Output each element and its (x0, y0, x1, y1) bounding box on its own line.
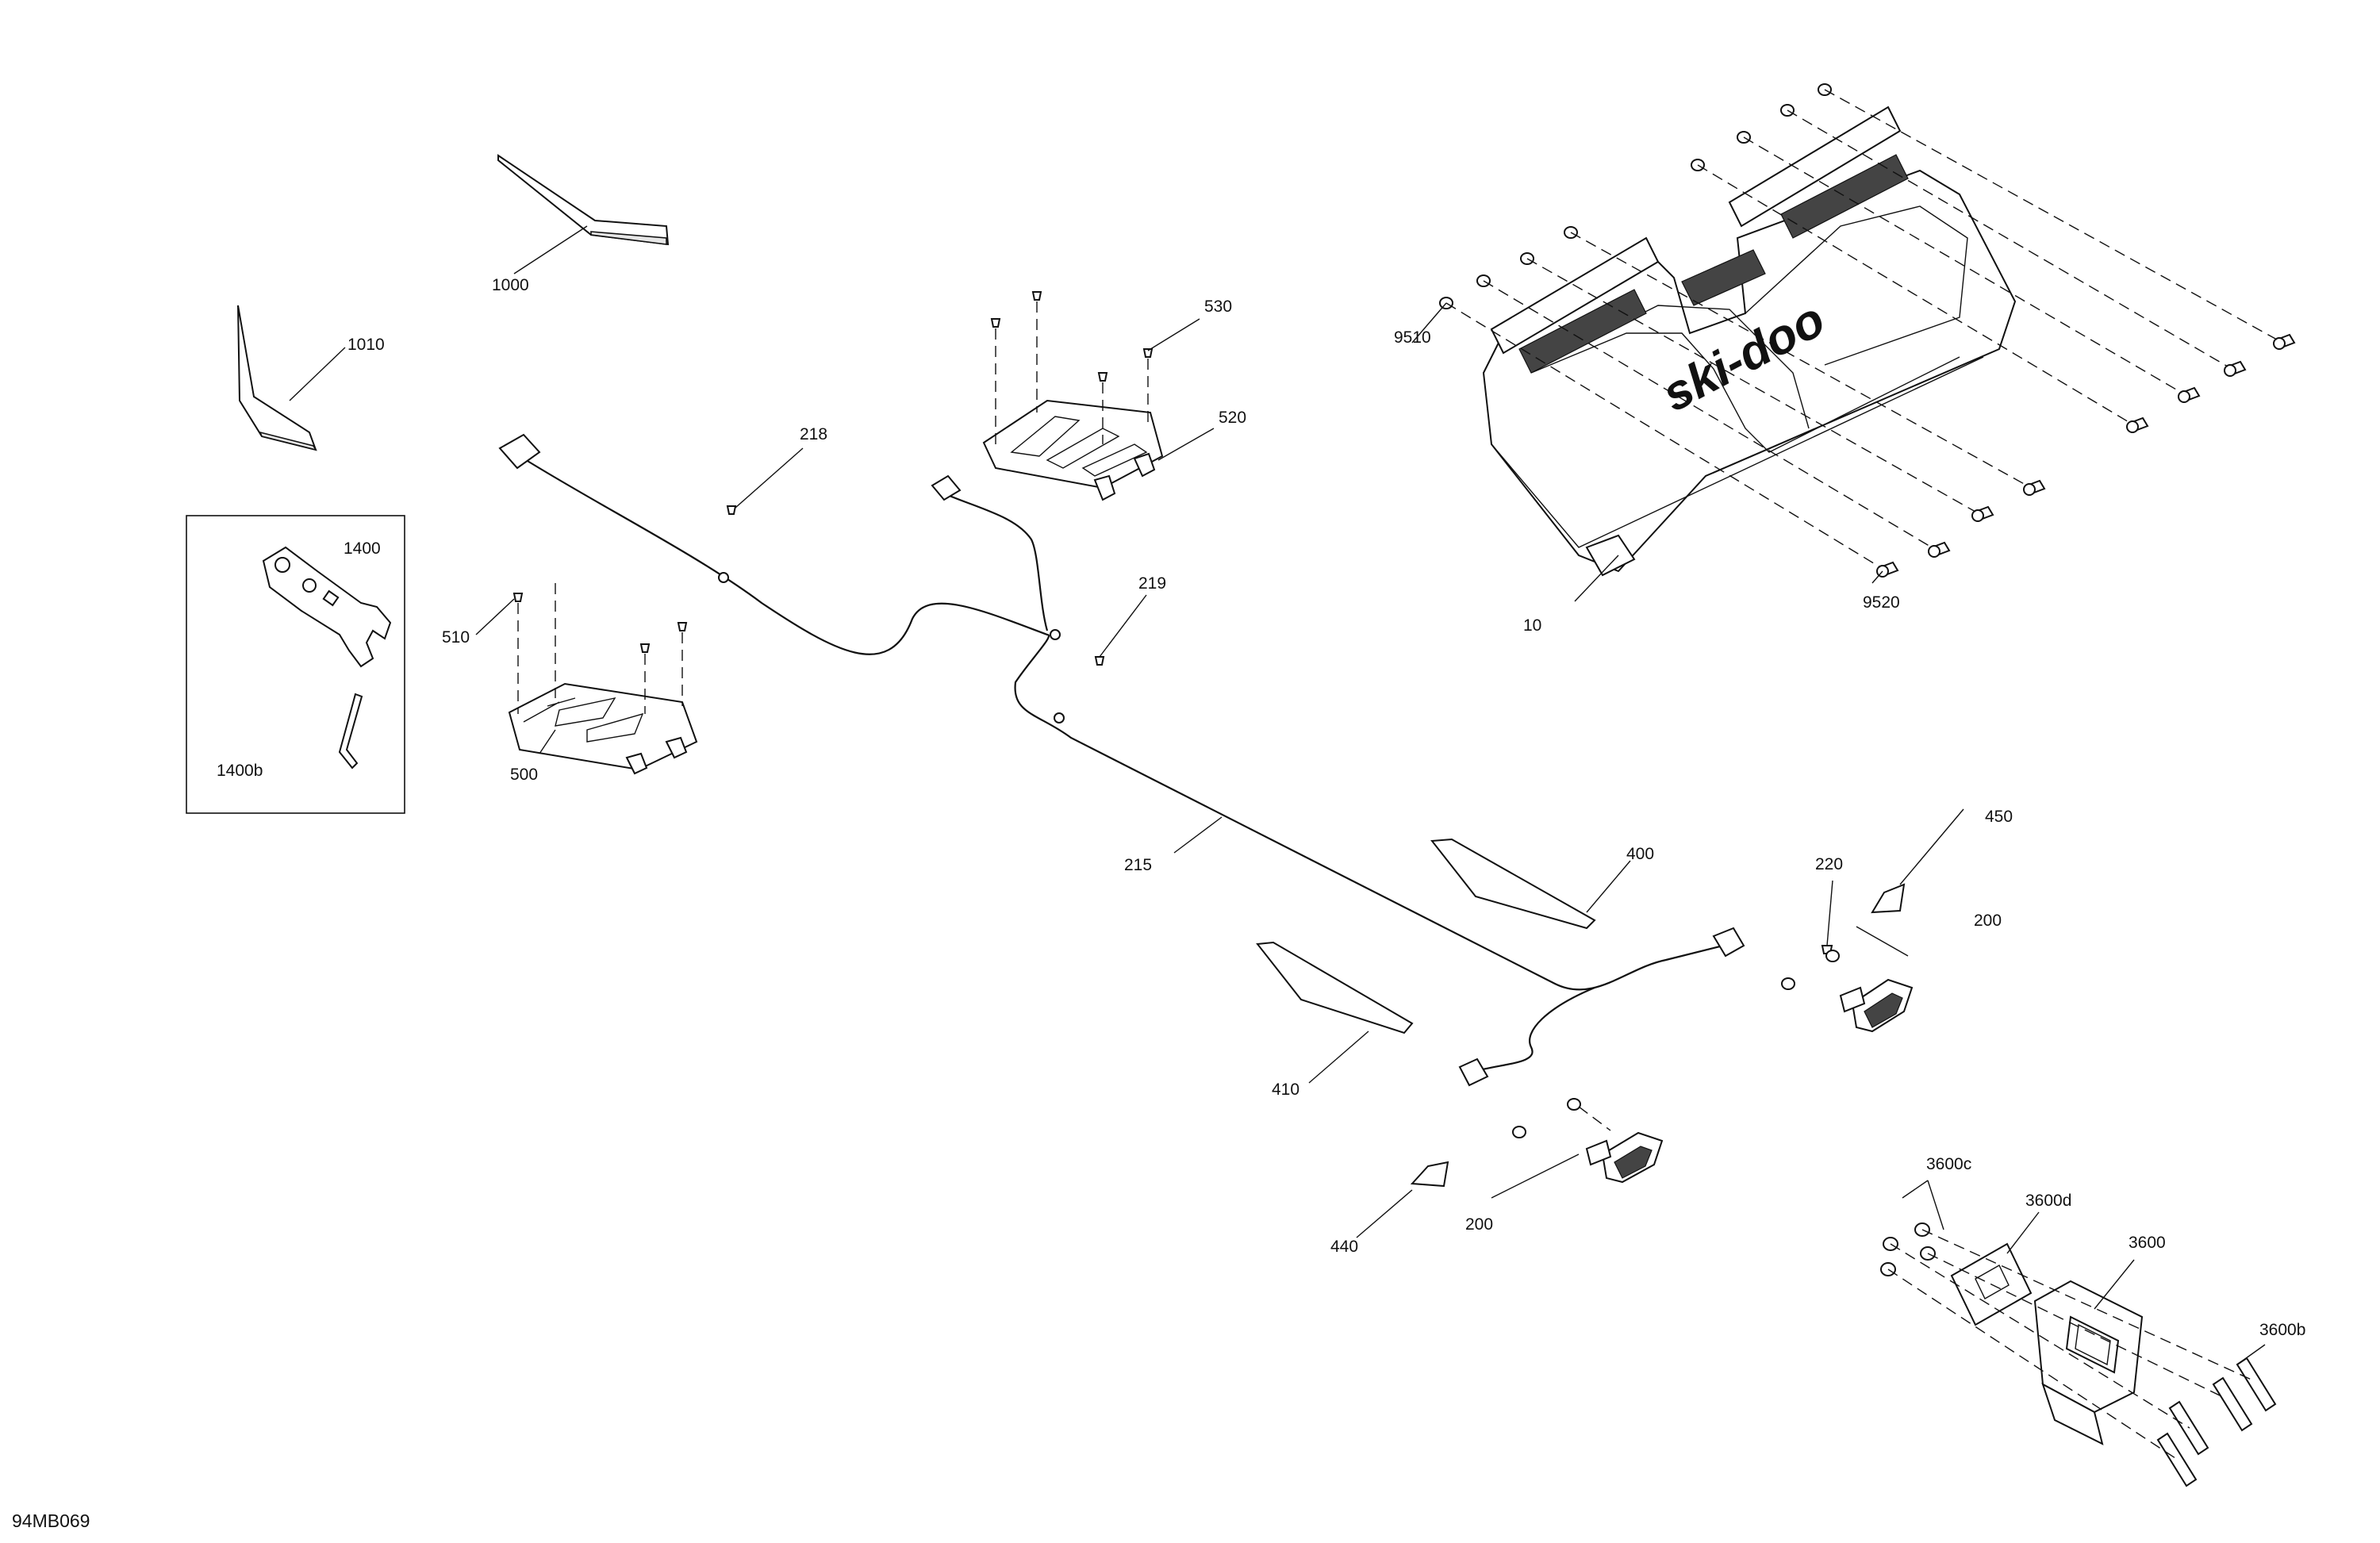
reflector-450-part (1871, 883, 1906, 914)
wiring-harness-215-part (498, 433, 1745, 1087)
callout-440: 440 (1330, 1238, 1358, 1256)
reflector-440-part (1410, 1161, 1449, 1188)
callout-219: 219 (1138, 574, 1166, 593)
drawing-code: 94MB069 (12, 1510, 90, 1531)
plate-screws (512, 291, 1154, 653)
callout-3600b: 3600b (2259, 1321, 2305, 1339)
callout-3600c: 3600c (1926, 1155, 1971, 1173)
tool-kit-box (186, 515, 405, 814)
callout-218: 218 (800, 425, 827, 443)
plate-fastener-lines (517, 301, 1149, 714)
flap-fastener-lines (1445, 89, 2278, 568)
callout-3600: 3600 (2129, 1234, 2166, 1252)
hex-key-1400b-part (338, 693, 363, 770)
callout-410: 410 (1272, 1080, 1299, 1099)
callout-9510: 9510 (1394, 328, 1431, 347)
tail-light-lower-part (1512, 1098, 1664, 1184)
callout-9520: 9520 (1863, 593, 1900, 612)
decal-1000-part (497, 154, 670, 246)
callout-215: 215 (1124, 856, 1152, 874)
hitch-receiver-3600-part (2033, 1280, 2144, 1445)
callout-530: 530 (1204, 297, 1232, 316)
leader-lines (289, 225, 2266, 1365)
footrest-plate-500-part (508, 682, 698, 775)
harness-clips (726, 505, 1833, 954)
tail-light-upper-part (1781, 950, 1914, 1033)
callout-1400: 1400 (344, 539, 381, 558)
callout-200-upper: 200 (1974, 912, 2002, 930)
callout-1400b: 1400b (217, 762, 263, 780)
callout-10: 10 (1523, 616, 1541, 635)
reflector-410-part (1256, 941, 1414, 1034)
callout-200-lower: 200 (1465, 1215, 1493, 1234)
callout-450: 450 (1985, 808, 2013, 826)
callout-510: 510 (442, 628, 470, 647)
decal-1010-part (237, 305, 317, 451)
reflector-400-part (1430, 838, 1596, 930)
callout-500: 500 (510, 766, 538, 784)
callout-1000: 1000 (492, 276, 529, 294)
rear-flap-part (1482, 106, 2017, 577)
callout-400: 400 (1626, 845, 1654, 863)
hitch-fasteners (1880, 1223, 2277, 1487)
callout-3600d: 3600d (2025, 1192, 2071, 1210)
wrench-1400-part (262, 546, 392, 668)
footrest-plate-520-part (982, 399, 1164, 501)
callout-220: 220 (1815, 855, 1843, 873)
callout-1010: 1010 (347, 336, 385, 354)
callout-520: 520 (1219, 409, 1246, 427)
flap-screws (1876, 333, 2296, 578)
